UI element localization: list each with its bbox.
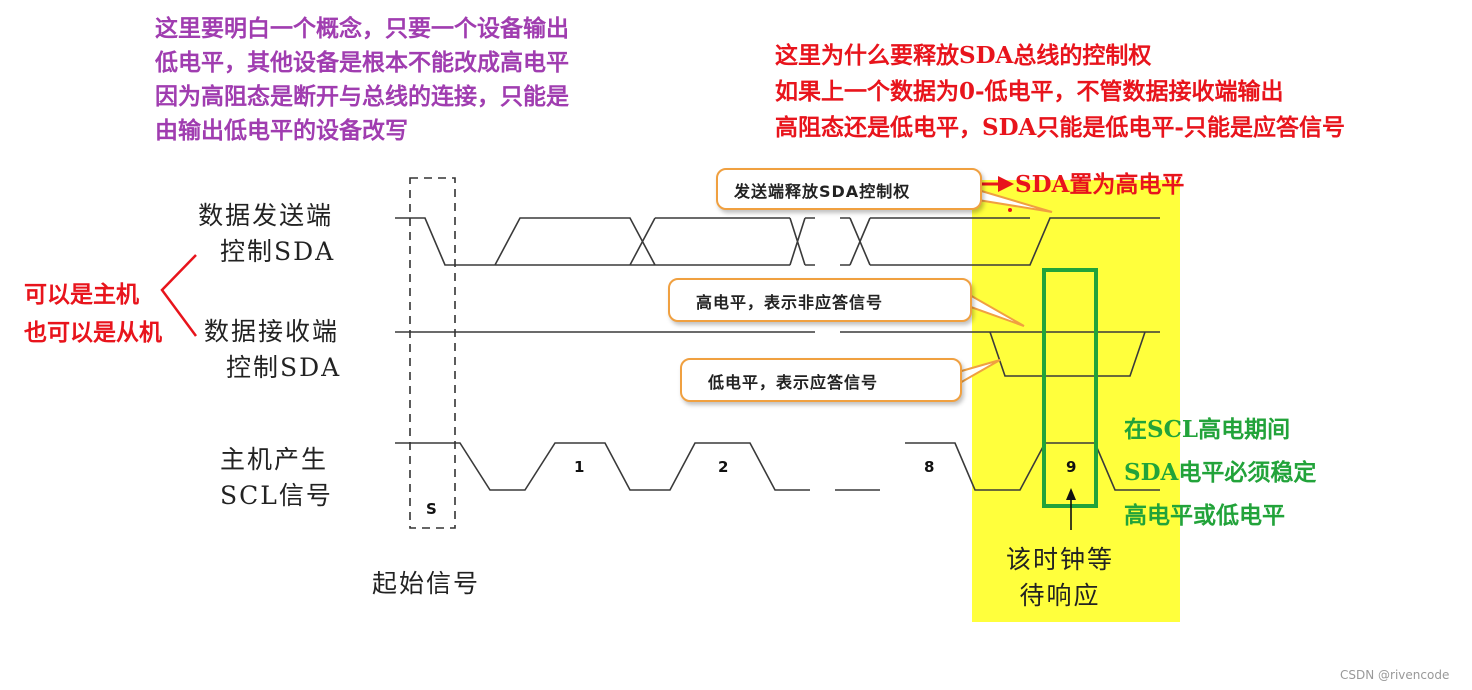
clock-number: 9 (1066, 458, 1077, 476)
release-callout: 发送端释放SDA控制权 (716, 168, 982, 210)
green-note-line: 高电平或低电平 (1124, 502, 1285, 529)
red-note-line: 这里为什么要释放SDA总线的控制权 (775, 42, 1152, 69)
clock-number: 2 (718, 458, 729, 476)
purple-note-line: 因为高阻态是断开与总线的连接，只能是 (155, 83, 569, 110)
green-note-line: SDA电平必须稳定 (1124, 459, 1317, 486)
green-note-line: 在SCL高电期间 (1124, 416, 1291, 443)
red-left-line: 可以是主机 (24, 281, 139, 308)
clock-number: 8 (924, 458, 935, 476)
scl-label-line: 主机产生 (220, 445, 329, 474)
clock-number: 1 (574, 458, 585, 476)
red-note-line: 高阻态还是低电平，SDA只能是低电平-只能是应答信号 (775, 114, 1345, 141)
receiver-label-line: 数据接收端 (204, 317, 340, 346)
nack-callout: 高电平，表示非应答信号 (668, 278, 972, 322)
red-left-line: 也可以是从机 (24, 319, 162, 346)
green-note: 在SCL高电期间 SDA电平必须稳定 高电平或低电平 (1124, 408, 1316, 537)
ack-callout: 低电平，表示应答信号 (680, 358, 962, 402)
start-dashed-box (409, 177, 456, 529)
start-signal-label: 起始信号 (372, 569, 481, 598)
sender-label: 数据发送端 控制SDA (196, 198, 335, 270)
purple-note-line: 这里要明白一个概念，只要一个设备输出 (155, 15, 569, 42)
red-top-note: 这里为什么要释放SDA总线的控制权 如果上一个数据为0-低电平，不管数据接收端输… (775, 38, 1345, 146)
ack-highlight-region (972, 180, 1180, 622)
watermark: CSDN @rivencode (1340, 668, 1450, 682)
wait-label-line: 待响应 (1019, 581, 1101, 610)
receiver-sda-wave (395, 331, 1160, 377)
ack-clock-green-box (1042, 268, 1098, 508)
wait-response-label: 该时钟等 待响应 (1006, 542, 1114, 614)
sda-high-note: SDA置为高电平 (1015, 171, 1185, 198)
purple-note: 这里要明白一个概念，只要一个设备输出 低电平，其他设备是根本不能改成高电平 因为… (155, 12, 569, 148)
receiver-label-line: 控制SDA (226, 353, 342, 382)
master-or-slave-note: 可以是主机 也可以是从机 (24, 276, 162, 352)
receiver-label: 数据接收端 控制SDA (204, 314, 341, 386)
purple-note-line: 由输出低电平的设备改写 (155, 117, 408, 144)
sender-label-line: 数据发送端 (198, 201, 334, 230)
start-box-label: S (426, 500, 437, 518)
sender-label-line: 控制SDA (220, 237, 336, 266)
red-note-line: 如果上一个数据为0-低电平，不管数据接收端输出 (775, 78, 1284, 105)
ack-callout-text: 低电平，表示应答信号 (708, 373, 879, 392)
nack-callout-text: 高电平，表示非应答信号 (696, 293, 884, 312)
release-callout-text: 发送端释放SDA控制权 (734, 182, 911, 201)
sender-sda-wave (395, 217, 1160, 266)
scl-label: 主机产生 SCL信号 (220, 442, 333, 514)
scl-label-line: SCL信号 (220, 481, 333, 510)
wait-label-line: 该时钟等 (1006, 545, 1115, 574)
left-bracket (160, 254, 198, 337)
scl-wave (395, 442, 1160, 491)
purple-note-line: 低电平，其他设备是根本不能改成高电平 (155, 49, 569, 76)
